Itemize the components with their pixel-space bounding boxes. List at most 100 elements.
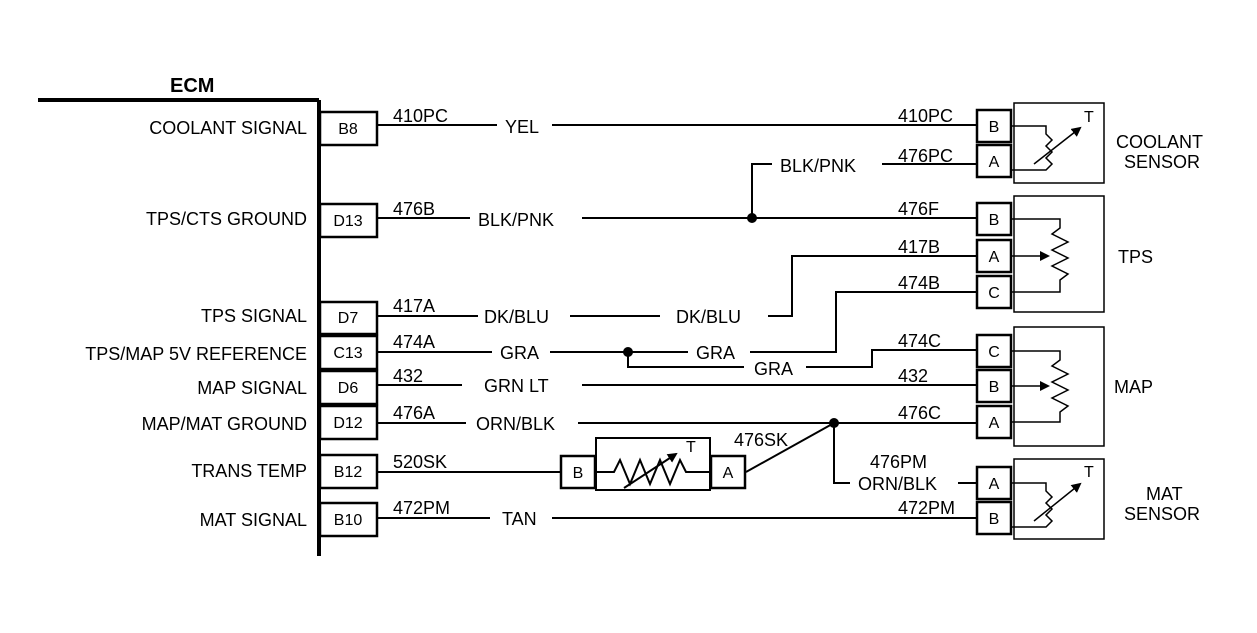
- wire-color-tan: TAN: [502, 509, 537, 529]
- circuit-417a: 417A: [393, 296, 435, 316]
- wire-color-gra-3: GRA: [754, 359, 793, 379]
- label-mat-signal: MAT SIGNAL: [200, 510, 307, 530]
- wire-color-blkpnk: BLK/PNK: [478, 210, 554, 230]
- tps-pin-c-label: C: [988, 285, 1000, 302]
- wire-blkpnk-riser: [751, 163, 772, 218]
- circuit-474c: 474C: [898, 331, 941, 351]
- circuit-417b: 417B: [898, 237, 940, 257]
- wire-color-dkblu-1: DK/BLU: [484, 307, 549, 327]
- label-tps-map-5v-reference: TPS/MAP 5V REFERENCE: [85, 344, 307, 364]
- circuit-474a: 474A: [393, 332, 435, 352]
- wire-gra-branch: [627, 352, 744, 368]
- coolant-sensor-label-1: COOLANT: [1116, 132, 1203, 152]
- circuit-476pc: 476PC: [898, 146, 953, 166]
- wire-color-ornblk-2: ORN/BLK: [858, 474, 937, 494]
- tps-potentiometer: [1011, 218, 1070, 293]
- label-coolant-signal: COOLANT SIGNAL: [149, 118, 307, 138]
- wire-476pm-drop: [833, 423, 850, 484]
- ecm-pin-b8-label: B8: [338, 121, 358, 138]
- tps-pin-b-label: B: [989, 212, 1000, 229]
- wire-color-ornblk: ORN/BLK: [476, 414, 555, 434]
- splice-blkpnk: [747, 213, 757, 223]
- ecm-pin-b10-label: B10: [334, 512, 363, 529]
- wire-417b: [768, 255, 976, 317]
- wire-476sk: [745, 422, 835, 473]
- mat-pin-a-label: A: [989, 476, 1000, 493]
- ecm-title: ECM: [170, 75, 214, 97]
- mat-pin-b: [975, 500, 1013, 536]
- map-pin-a-label: A: [989, 415, 1000, 432]
- ecm-pin-d13: [318, 202, 379, 239]
- ecm-pin-b10: [318, 501, 379, 538]
- ecm-pin-d12: [318, 404, 379, 441]
- wire-color-gra-2: GRA: [696, 343, 735, 363]
- coolant-t-symbol: T: [1084, 109, 1094, 126]
- ecm-pin-d6: [318, 369, 379, 406]
- coolant-sensor-label-2: SENSOR: [1124, 152, 1200, 172]
- circuit-472pm-ecm: 472PM: [393, 498, 450, 518]
- ecm-pin-c13: [318, 334, 379, 371]
- circuit-432-map: 432: [898, 366, 928, 386]
- circuit-476a: 476A: [393, 403, 435, 423]
- circuit-476c: 476C: [898, 403, 941, 423]
- circuit-410pc-ecm: 410PC: [393, 106, 448, 126]
- circuit-520sk: 520SK: [393, 452, 447, 472]
- map-potentiometer: [1011, 350, 1070, 423]
- coolant-pin-b-label: B: [989, 119, 1000, 136]
- circuit-432-ecm: 432: [393, 366, 423, 386]
- coolant-thermistor: [1011, 125, 1054, 171]
- ecm-pin-d6-label: D6: [338, 380, 359, 397]
- trans-temp-t-symbol: T: [686, 439, 696, 456]
- mat-variable-arrow: [1033, 482, 1082, 522]
- ecm-pin-d13-label: D13: [333, 213, 362, 230]
- circuit-476pm: 476PM: [870, 452, 927, 472]
- tps-pin-a-label: A: [989, 249, 1000, 266]
- label-tps-cts-ground: TPS/CTS GROUND: [146, 209, 307, 229]
- coolant-variable-arrow: [1033, 126, 1082, 165]
- ecm-pin-b8: [318, 110, 379, 147]
- circuit-410pc-sensor: 410PC: [898, 106, 953, 126]
- mat-sensor-body: [1013, 458, 1105, 540]
- coolant-sensor-body: [1013, 102, 1105, 184]
- wire-color-gra-1: GRA: [500, 343, 539, 363]
- map-pin-c-label: C: [988, 344, 1000, 361]
- map-label: MAP: [1114, 377, 1153, 397]
- ecm-pin-d12-label: D12: [333, 415, 362, 432]
- coolant-pin-a-label: A: [989, 154, 1000, 171]
- mat-thermistor: [1011, 482, 1054, 528]
- map-pin-b-label: B: [989, 379, 1000, 396]
- circuit-476b: 476B: [393, 199, 435, 219]
- circuit-476f: 476F: [898, 199, 939, 219]
- mat-sensor-label-1: MAT: [1146, 484, 1183, 504]
- ecm-pin-b12: [318, 453, 379, 490]
- mat-t-symbol: T: [1084, 464, 1094, 481]
- circuit-472pm-sensor: 472PM: [898, 498, 955, 518]
- ecm-pin-d7: [318, 300, 379, 336]
- wire-color-blkpnk-top: BLK/PNK: [780, 156, 856, 176]
- trans-sensor-pin-a-label: A: [723, 465, 734, 482]
- trans-temp-variable-arrow: [623, 452, 678, 489]
- circuit-476sk: 476SK: [734, 430, 788, 450]
- trans-temp-resistor: [596, 457, 710, 487]
- trans-sensor-pin-b-label: B: [573, 465, 584, 482]
- ecm-pin-d7-label: D7: [338, 310, 359, 327]
- label-trans-temp: TRANS TEMP: [191, 461, 307, 481]
- wire-474c: [806, 349, 976, 368]
- label-map-mat-ground: MAP/MAT GROUND: [142, 414, 307, 434]
- label-tps-signal: TPS SIGNAL: [201, 306, 307, 326]
- ecm-pin-c13-label: C13: [333, 345, 362, 362]
- tps-label: TPS: [1118, 247, 1153, 267]
- wire-color-yel: YEL: [505, 117, 539, 137]
- coolant-pin-a: [975, 143, 1013, 179]
- trans-sensor-pin-b: [559, 454, 597, 490]
- mat-pin-b-label: B: [989, 511, 1000, 528]
- coolant-pin-b: [975, 108, 1013, 144]
- wire-color-dkblu-2: DK/BLU: [676, 307, 741, 327]
- mat-sensor-label-2: SENSOR: [1124, 504, 1200, 524]
- trans-sensor-pin-a: [709, 454, 747, 490]
- wire-474b: [750, 291, 976, 353]
- ecm-pin-b12-label: B12: [334, 464, 363, 481]
- circuit-474b: 474B: [898, 273, 940, 293]
- wire-color-grnlt: GRN LT: [484, 376, 549, 396]
